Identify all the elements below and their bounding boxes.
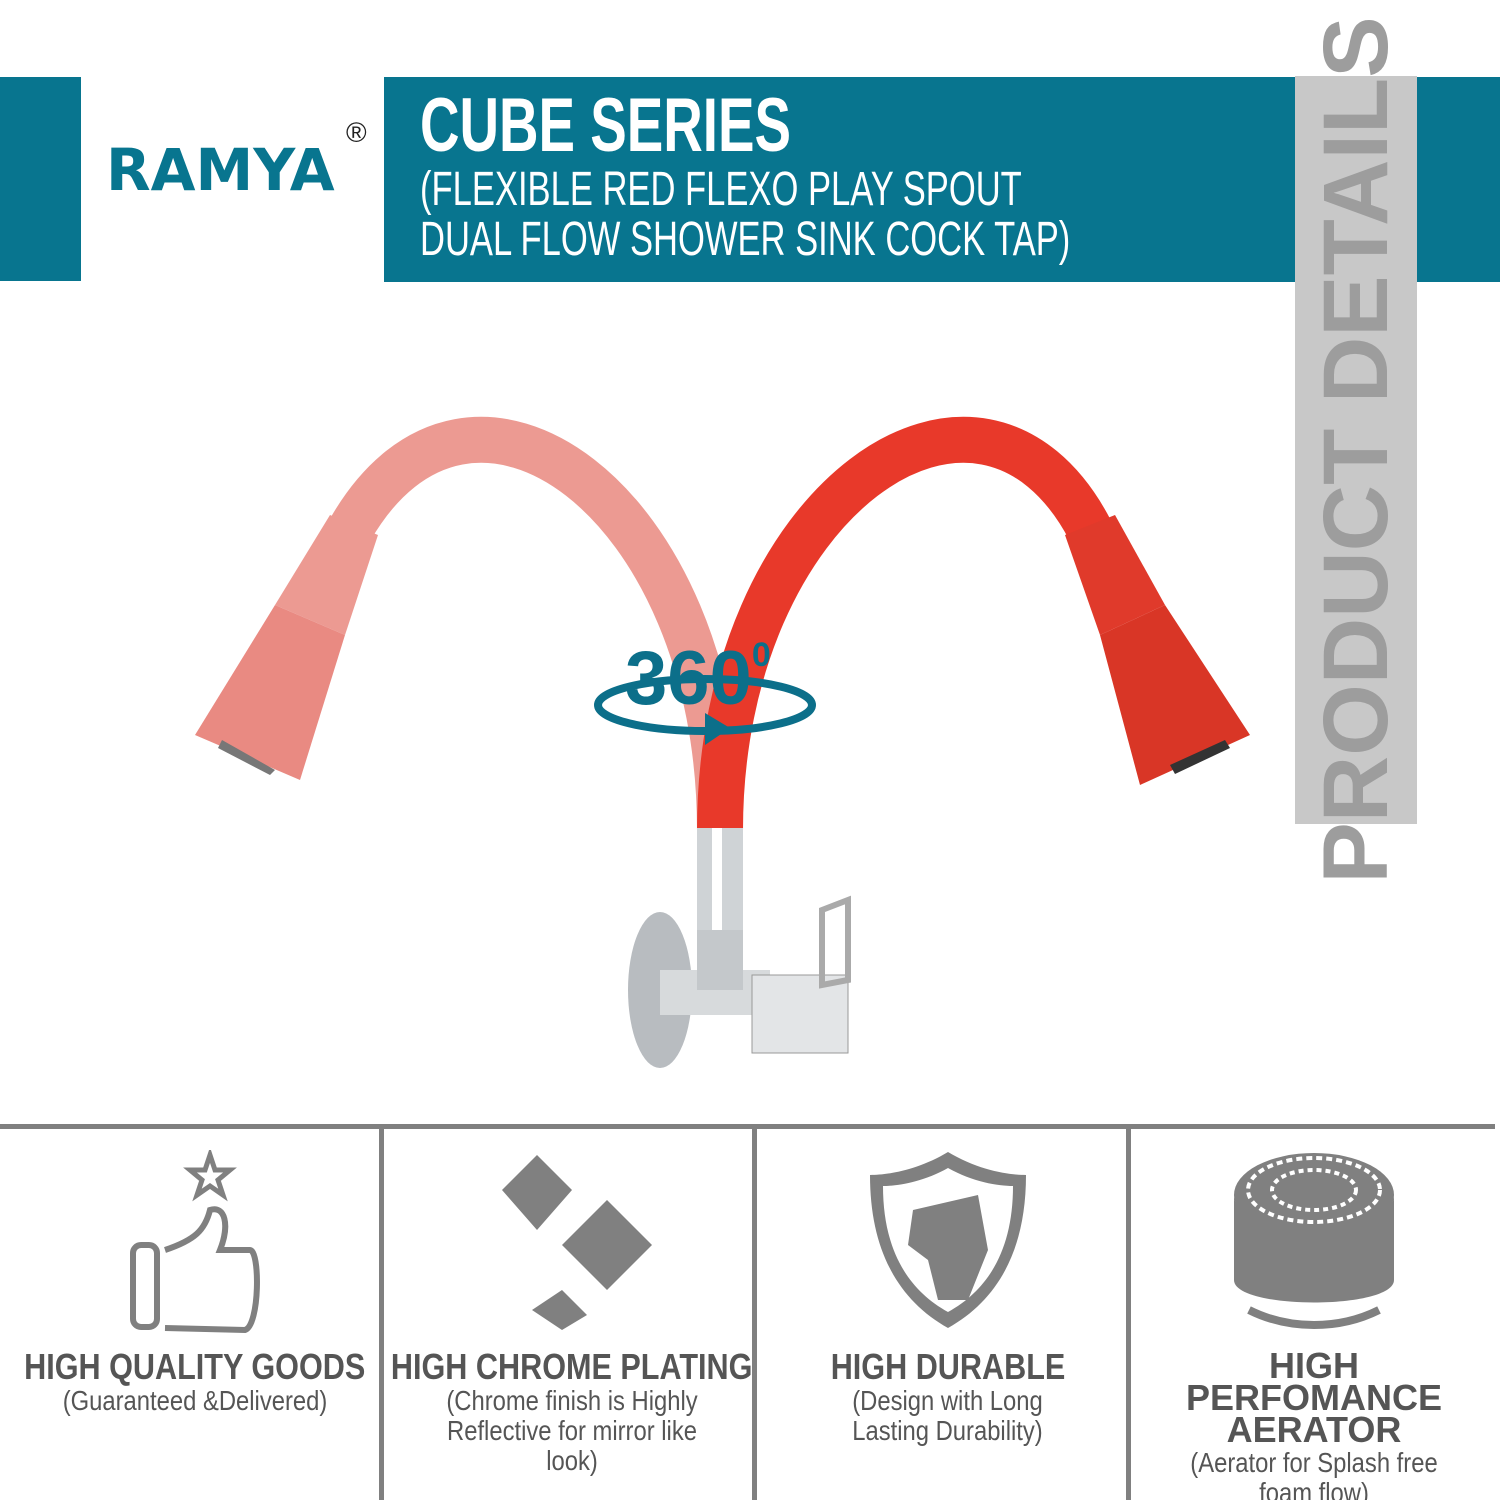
feature-title: HIGH DURABLE (830, 1346, 1065, 1387)
feature-durable: HIGH DURABLE (Design with Long Lasting D… (765, 1128, 1130, 1500)
brand-logo: RAMYA (106, 136, 335, 204)
rotation-badge: 3600 (625, 615, 771, 719)
product-subtitle-line2: DUAL FLOW SHOWER SINK COCK TAP) (420, 213, 1071, 266)
product-details-tab: PRODUCT DETAILS (1295, 16, 1417, 884)
sparkle-icon (502, 1155, 652, 1330)
feature-quality: HIGH QUALITY GOODS (Guaranteed &Delivere… (10, 1128, 380, 1500)
product-details-label: PRODUCT DETAILS (1305, 16, 1407, 884)
rotation-value: 360 (625, 636, 752, 721)
divider (0, 1124, 1495, 1129)
product-title: CUBE SERIES (420, 83, 791, 168)
feature-desc: (Design with Long Lasting Durability) (852, 1385, 1043, 1446)
chrome-body (628, 828, 851, 1068)
feature-desc: (Aerator for Splash free foam flow) (1190, 1447, 1438, 1500)
feature-title: HIGH PERFOMANCE AERATOR (1185, 1345, 1442, 1450)
shield-fist-icon (869, 1152, 1026, 1328)
divider (752, 1128, 757, 1500)
feature-chrome: HIGH CHROME PLATING (Chrome finish is Hi… (391, 1128, 753, 1500)
aerator-icon (1234, 1153, 1394, 1329)
faded-spout (195, 416, 743, 831)
feature-aerator: HIGH PERFOMANCE AERATOR (Aerator for Spl… (1138, 1128, 1490, 1500)
faucet-image (195, 416, 1250, 1068)
thumbs-up-icon (130, 1150, 260, 1334)
divider (1126, 1128, 1131, 1500)
feature-title: HIGH QUALITY GOODS (24, 1346, 366, 1387)
feature-desc: (Chrome finish is Highly Reflective for … (446, 1385, 698, 1476)
rotation-unit: 0 (751, 636, 771, 674)
registered-mark: ® (346, 117, 367, 148)
red-spout (697, 416, 1250, 831)
divider (379, 1128, 384, 1500)
product-subtitle-line1: (FLEXIBLE RED FLEXO PLAY SPOUT (420, 163, 1022, 216)
feature-desc: (Guaranteed &Delivered) (62, 1385, 328, 1416)
feature-title: HIGH CHROME PLATING (391, 1346, 753, 1387)
header-band-left (0, 77, 81, 281)
rotation-arrow-icon (594, 675, 816, 745)
